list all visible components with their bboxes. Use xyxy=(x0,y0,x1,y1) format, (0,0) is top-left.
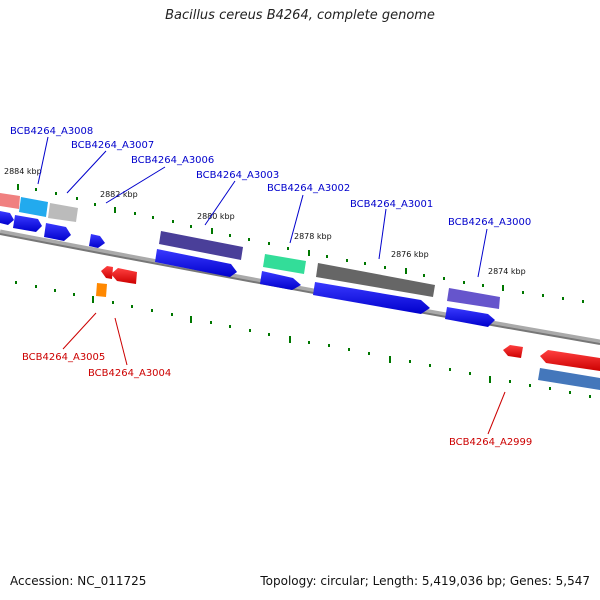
cds-arrow xyxy=(44,223,71,241)
gene-bar xyxy=(48,203,78,222)
cds-arrow xyxy=(155,249,237,277)
tick-label-2876: 2876 kbp xyxy=(391,250,429,259)
cds-arrow xyxy=(13,215,42,232)
gene-bar xyxy=(316,263,435,297)
cds-arrow xyxy=(313,282,430,314)
gene-label: BCB4264_A3000 xyxy=(448,217,531,228)
gene-label: BCB4264_A3006 xyxy=(131,155,214,166)
gene-bar xyxy=(447,288,500,309)
gene-label: BCB4264_A3002 xyxy=(267,183,350,194)
cds-forward-track xyxy=(0,211,495,327)
cds-arrow xyxy=(540,350,600,371)
gene-label: BCB4264_A3004 xyxy=(88,368,171,379)
gene-label: BCB4264_A3005 xyxy=(22,352,105,363)
gene-label: BCB4264_A3001 xyxy=(350,199,433,210)
cds-arrow xyxy=(89,234,105,248)
gene-label: BCB4264_A3003 xyxy=(196,170,279,181)
cds-arrow xyxy=(445,307,495,327)
tick-label-2884: 2884 kbp xyxy=(4,167,42,176)
cds-arrow xyxy=(503,345,523,358)
tick-label-2874: 2874 kbp xyxy=(488,267,526,276)
ruler-labels: 2884 kbp 2882 kbp 2880 kbp 2878 kbp 2876… xyxy=(4,167,526,276)
tick-label-2880: 2880 kbp xyxy=(197,212,235,221)
accession-text: Accession: NC_011725 xyxy=(10,574,147,588)
tick-label-2878: 2878 kbp xyxy=(294,232,332,241)
label-leaders xyxy=(37,136,506,435)
ruler-inner xyxy=(15,281,591,398)
tick-label-2882: 2882 kbp xyxy=(100,190,138,199)
gene-bar xyxy=(0,193,20,209)
cds-arrow xyxy=(111,268,137,284)
gene-label: BCB4264_A3008 xyxy=(10,126,93,137)
cds-arrow xyxy=(0,211,14,225)
cds-reverse-track xyxy=(96,266,600,371)
genome-backbone xyxy=(0,229,600,345)
cds-arrow xyxy=(101,266,113,279)
gene-label: BCB4264_A2999 xyxy=(449,437,532,448)
genome-title: Bacillus cereus B4264, complete genome xyxy=(165,8,435,23)
gene-bar xyxy=(538,368,600,390)
cds-arrow xyxy=(96,283,107,297)
genome-stats-text: Topology: circular; Length: 5,419,036 bp… xyxy=(260,574,590,588)
gene-bar xyxy=(19,197,48,217)
gene-track-outer xyxy=(0,193,600,390)
gene-label: BCB4264_A3007 xyxy=(71,140,154,151)
cds-arrow xyxy=(260,271,301,290)
gene-bar xyxy=(263,254,306,274)
gene-labels: BCB4264_A3008 BCB4264_A3007 BCB4264_A300… xyxy=(10,126,532,448)
gene-bar xyxy=(159,231,243,260)
ruler-outer xyxy=(17,184,584,303)
